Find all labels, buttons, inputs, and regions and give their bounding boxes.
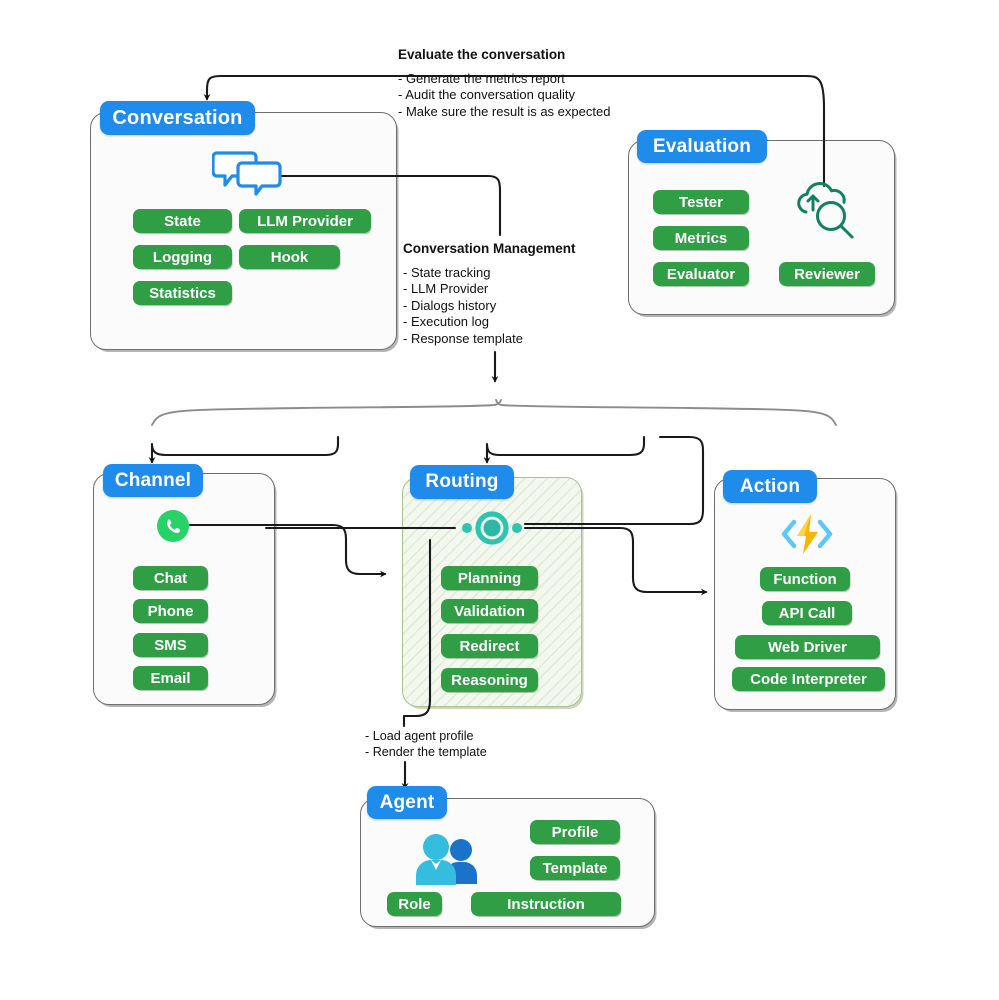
- note-line: - Audit the conversation quality: [398, 87, 576, 103]
- users-icon: [412, 830, 480, 886]
- routing-node-icon: [455, 505, 529, 551]
- pill-function[interactable]: Function: [760, 567, 850, 591]
- pill-code-interpreter[interactable]: Code Interpreter: [732, 667, 885, 691]
- pill-redirect[interactable]: Redirect: [441, 634, 538, 658]
- pill-api-call[interactable]: API Call: [762, 601, 852, 625]
- pill-statistics[interactable]: Statistics: [133, 281, 232, 305]
- panel-title-channel: Channel: [103, 464, 203, 497]
- note-line: - Load agent profile: [365, 729, 474, 743]
- pill-role[interactable]: Role: [387, 892, 442, 916]
- panel-title-agent: Agent: [367, 786, 447, 819]
- note-line: - Render the template: [365, 745, 487, 759]
- note-line: - LLM Provider: [403, 281, 489, 297]
- note-evaluate-the-conversation: Evaluate the conversation - Generate the…: [398, 47, 610, 120]
- note-line: - Dialogs history: [403, 297, 497, 313]
- note-conversation-management: Conversation Management - State tracking…: [403, 241, 576, 347]
- pill-tester[interactable]: Tester: [653, 190, 749, 214]
- pill-hook[interactable]: Hook: [239, 245, 340, 269]
- note-line: - Response template: [403, 330, 523, 346]
- panel-title-routing: Routing: [410, 465, 514, 499]
- pill-email[interactable]: Email: [133, 666, 208, 690]
- note-line: - Execution log: [403, 314, 489, 330]
- pill-profile[interactable]: Profile: [530, 820, 620, 844]
- cloud-search-icon: [792, 180, 858, 242]
- pill-chat[interactable]: Chat: [133, 566, 208, 590]
- note-title: Evaluate the conversation: [398, 47, 566, 62]
- pill-evaluator[interactable]: Evaluator: [653, 262, 749, 286]
- whatsapp-icon: [156, 509, 190, 543]
- note-line: - Generate the metrics report: [398, 71, 565, 86]
- pill-reviewer[interactable]: Reviewer: [779, 262, 875, 286]
- bracket-right-half: [495, 399, 837, 426]
- note-agent: - Load agent profile - Render the templa…: [365, 728, 487, 760]
- panel-title-conversation: Conversation: [100, 101, 255, 135]
- pill-web-driver[interactable]: Web Driver: [735, 635, 880, 659]
- wire-to-routing-badge: [483, 435, 646, 464]
- pill-sms[interactable]: SMS: [133, 633, 208, 657]
- pill-template[interactable]: Template: [530, 856, 620, 880]
- pill-state[interactable]: State: [133, 209, 232, 233]
- pill-planning[interactable]: Planning: [441, 566, 538, 590]
- pill-phone[interactable]: Phone: [133, 599, 208, 623]
- panel-title-action: Action: [723, 470, 817, 503]
- pill-instruction[interactable]: Instruction: [471, 892, 621, 916]
- pill-llm-provider[interactable]: LLM Provider: [239, 209, 371, 233]
- chat-bubbles-icon: [211, 148, 284, 198]
- wire-to-channel-badge: [148, 435, 340, 464]
- pill-validation[interactable]: Validation: [441, 599, 538, 623]
- code-lightning-icon: [778, 512, 836, 556]
- pill-logging[interactable]: Logging: [133, 245, 232, 269]
- note-title: Conversation Management: [403, 241, 576, 256]
- note-line: - State tracking: [403, 265, 491, 280]
- pill-reasoning[interactable]: Reasoning: [441, 668, 538, 692]
- pill-metrics[interactable]: Metrics: [653, 226, 749, 250]
- bracket-left-half: [151, 399, 502, 426]
- note-line: - Make sure the result is as expected: [398, 103, 611, 119]
- panel-title-evaluation: Evaluation: [637, 130, 767, 163]
